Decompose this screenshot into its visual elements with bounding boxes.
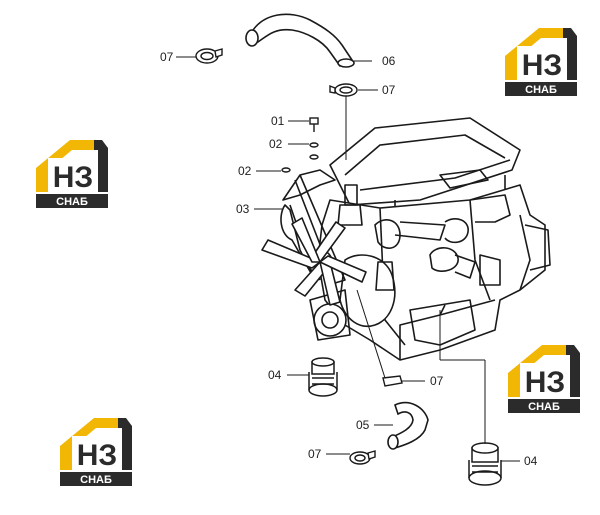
callout-02-b: 02 — [238, 164, 252, 178]
callout-02-a: 02 — [269, 137, 283, 151]
callout-07-hose: 07 — [382, 83, 396, 97]
callout-06: 06 — [382, 54, 396, 68]
watermark-logo-left — [36, 140, 108, 208]
callout-04-left: 04 — [268, 368, 282, 382]
callout-03: 03 — [236, 202, 250, 216]
hose-clamp-upper-hose — [329, 83, 358, 97]
hose-clamp-bottom — [349, 450, 376, 465]
leader-lines — [176, 56, 520, 462]
callout-05: 05 — [356, 418, 370, 432]
callout-01: 01 — [271, 114, 285, 128]
lower-hose — [387, 401, 429, 450]
belt-and-fan — [261, 169, 367, 306]
watermark-logo-right — [508, 345, 580, 413]
callout-07-top: 07 — [160, 50, 174, 64]
callout-07-bottom: 07 — [308, 447, 322, 461]
callout-07-mid: 07 — [430, 374, 444, 388]
washer-02 — [281, 142, 319, 173]
hose-clamp-top — [195, 48, 223, 64]
upper-radiator-hose — [245, 13, 355, 68]
watermark-logo-top-right — [505, 28, 577, 96]
bolt-01 — [309, 117, 319, 132]
hose-clamp-mid — [382, 375, 403, 387]
engine-mount-left — [308, 357, 338, 397]
engine-mount-right — [468, 442, 502, 486]
callout-04-right: 04 — [524, 454, 538, 468]
engine-block — [309, 117, 551, 361]
watermark-logo-bottom-left — [60, 418, 132, 486]
